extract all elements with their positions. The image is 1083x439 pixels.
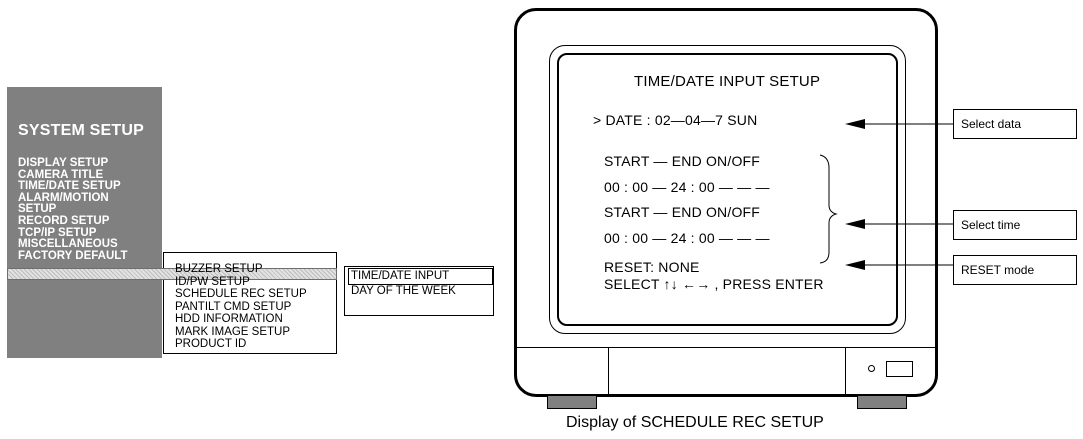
submenu-item-time-date-input[interactable]: TIME/DATE INPUT (348, 268, 493, 285)
monitor-base-divider-right (845, 347, 846, 395)
monitor-outline (514, 8, 938, 397)
submenu-item-schedule-rec-setup[interactable]: SCHEDULE REC SETUP (175, 288, 307, 300)
monitor-screen (557, 53, 898, 326)
monitor-bezel (549, 45, 906, 334)
menu-item-display-setup[interactable]: DISPLAY SETUP (18, 157, 109, 169)
monitor-base-divider (516, 347, 936, 348)
submenu-item-product-id[interactable]: PRODUCT ID (175, 338, 247, 350)
power-button[interactable] (886, 361, 913, 377)
monitor-foot-right (857, 395, 907, 409)
menu-item-tcpip-setup[interactable]: TCP/IP SETUP (18, 226, 97, 239)
schedule-submenu-list: TIME/DATE INPUT DAY OF THE WEEK (348, 268, 493, 299)
screen-title: TIME/DATE INPUT SETUP (634, 73, 821, 90)
power-led-icon (868, 365, 875, 372)
schedule-header-2: START — END ON/OFF (604, 204, 761, 220)
date-line[interactable]: > DATE : 02—04—7 SUN (593, 112, 758, 128)
figure-caption: Display of SCHEDULE REC SETUP (566, 414, 824, 431)
menu-item-alarm-motion[interactable]: ALARM/MOTION (18, 191, 109, 204)
submenu-item-pantilt-cmd-setup[interactable]: PANTILT CMD SETUP (175, 300, 292, 313)
submenu-item-hdd-information[interactable]: HDD INFORMATION (175, 313, 283, 325)
time-group-brace (819, 154, 838, 264)
arrow-select-data-head (845, 119, 865, 129)
schedule-time-1[interactable]: 00 : 00 — 24 : 00 — — — (604, 179, 770, 195)
menu-item-alarm-motion-setup[interactable]: SETUP (18, 203, 57, 216)
monitor-foot-left (547, 395, 597, 409)
select-hint: SELECT ↑↓ ←→ , PRESS ENTER (604, 276, 824, 292)
arrow-reset-mode-head (845, 260, 865, 270)
menu-item-factory-default[interactable]: FACTORY DEFAULT (18, 249, 128, 262)
schedule-time-2[interactable]: 00 : 00 — 24 : 00 — — — (604, 230, 770, 246)
menu-item-camera-title[interactable]: CAMERA TITLE (18, 168, 104, 181)
reset-line[interactable]: RESET: NONE (604, 259, 700, 275)
schedule-submenu-box (344, 266, 494, 316)
monitor-base-divider-left (608, 347, 609, 395)
schedule-header-1: START — END ON/OFF (604, 153, 761, 169)
submenu-item-id-pw-setup[interactable]: ID/PW SETUP (175, 275, 250, 288)
submenu-item-day-of-the-week[interactable]: DAY OF THE WEEK (351, 285, 456, 297)
system-setup-list: DISPLAY SETUP CAMERA TITLE TIME/DATE SET… (18, 157, 128, 262)
submenu-item-mark-image-setup[interactable]: MARK IMAGE SETUP (175, 325, 291, 338)
submenu-item-buzzer-setup[interactable]: BUZZER SETUP (175, 263, 263, 275)
callout-select-data: Select data (953, 109, 1077, 139)
menu-item-record-setup[interactable]: RECORD SETUP (18, 214, 110, 227)
miscellaneous-submenu-list: BUZZER SETUP ID/PW SETUP SCHEDULE REC SE… (175, 263, 307, 351)
callout-reset-mode: RESET mode (953, 255, 1077, 285)
system-setup-panel: SYSTEM SETUP DISPLAY SETUP CAMERA TITLE … (7, 87, 162, 358)
arrow-select-time-head (845, 219, 865, 229)
selection-highlight-bar (7, 268, 337, 280)
system-setup-title: SYSTEM SETUP (18, 122, 144, 139)
callout-select-time: Select time (953, 210, 1077, 240)
menu-item-time-date-setup[interactable]: TIME/DATE SETUP (18, 180, 121, 193)
menu-item-miscellaneous[interactable]: MISCELLANEOUS (18, 238, 118, 251)
